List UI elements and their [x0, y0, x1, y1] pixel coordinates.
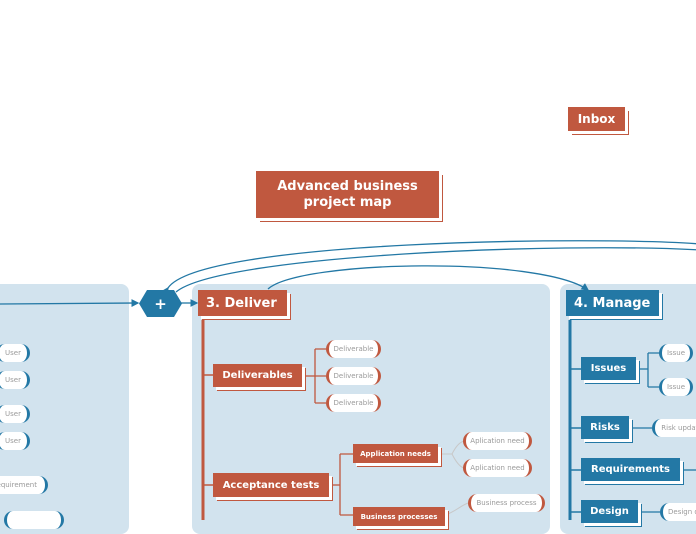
application-needs-node[interactable]: Application needs: [353, 444, 438, 463]
map-title[interactable]: Advanced business project map: [256, 171, 439, 218]
deliverable-item[interactable]: Deliverable: [326, 394, 381, 412]
application-need-item[interactable]: Aplication need: [463, 459, 532, 477]
issue-item[interactable]: Issue: [659, 344, 693, 362]
inbox-node[interactable]: Inbox: [568, 107, 625, 131]
manage-heading[interactable]: 4. Manage: [566, 290, 659, 316]
manage-panel: [560, 284, 696, 534]
partial-item[interactable]: [4, 511, 64, 529]
requirements-node[interactable]: Requirements: [581, 458, 680, 481]
design-item[interactable]: Design d: [660, 503, 696, 521]
plus-label: +: [154, 294, 167, 313]
deliverable-item[interactable]: Deliverable: [326, 367, 381, 385]
business-process-item[interactable]: Business process: [468, 494, 545, 512]
requirement-item[interactable]: Requirement: [0, 476, 48, 494]
user-item[interactable]: User: [0, 405, 30, 423]
deliverables-node[interactable]: Deliverables: [213, 364, 302, 387]
deliverable-item[interactable]: Deliverable: [326, 340, 381, 358]
risks-node[interactable]: Risks: [581, 416, 629, 439]
user-item[interactable]: User: [0, 432, 30, 450]
application-need-item[interactable]: Aplication need: [463, 432, 532, 450]
issues-node[interactable]: Issues: [581, 357, 636, 380]
user-item[interactable]: User: [0, 371, 30, 389]
acceptance-tests-node[interactable]: Acceptance tests: [213, 473, 329, 497]
add-node-icon[interactable]: [139, 290, 182, 317]
risk-update-item[interactable]: Risk update: [652, 419, 696, 437]
deliver-heading[interactable]: 3. Deliver: [198, 290, 287, 316]
design-node[interactable]: Design: [581, 500, 638, 523]
connector-lines: [0, 240, 696, 520]
issue-item[interactable]: Issue: [659, 378, 693, 396]
business-processes-node[interactable]: Business processes: [353, 507, 445, 526]
user-item[interactable]: User: [0, 344, 30, 362]
